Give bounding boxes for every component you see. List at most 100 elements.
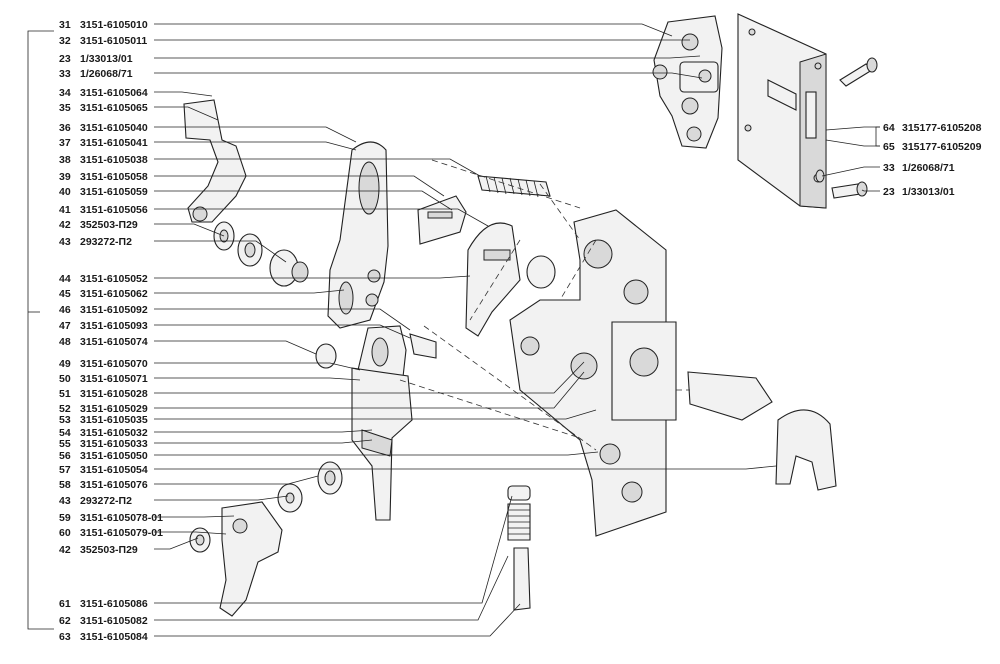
callout-leader-line bbox=[154, 141, 357, 151]
callout-part-code: 3151-6105062 bbox=[80, 288, 148, 300]
callout-left-item: 45 3151-6105062 bbox=[59, 288, 345, 300]
callout-leader-line bbox=[154, 465, 777, 470]
callout-part-code: 352503-П29 bbox=[80, 219, 138, 231]
callout-leader-line bbox=[154, 377, 361, 381]
callout-part-code: 1/33013/01 bbox=[80, 53, 133, 65]
callout-number: 37 bbox=[59, 137, 71, 149]
callout-leader-line bbox=[825, 126, 880, 131]
callout-number: 31 bbox=[59, 19, 71, 31]
callout-part-code: 3151-6105038 bbox=[80, 154, 148, 166]
callout-part-code: 3151-6105052 bbox=[80, 273, 148, 285]
callout-part-code: 1/33013/01 bbox=[902, 186, 955, 198]
callout-number: 58 bbox=[59, 479, 71, 491]
callout-number: 64 bbox=[883, 122, 895, 134]
callout-part-code: 1/26068/71 bbox=[80, 68, 133, 80]
callout-leader-line bbox=[154, 371, 585, 409]
callout-leader-line bbox=[154, 240, 287, 263]
lock-assembly-upper bbox=[652, 15, 723, 149]
lever-lower bbox=[219, 501, 283, 617]
callout-leader-line bbox=[154, 175, 445, 197]
callout-number: 54 bbox=[59, 427, 71, 439]
callout-leader-line bbox=[154, 106, 219, 121]
callout-leader-line bbox=[154, 91, 213, 97]
cam-41 bbox=[465, 222, 521, 337]
washers-lower bbox=[189, 461, 343, 553]
spring-61 bbox=[507, 485, 531, 611]
callout-leader-line bbox=[154, 308, 411, 331]
callout-leader-line bbox=[154, 409, 597, 420]
callout-part-code: 3151-6105035 bbox=[80, 414, 148, 426]
callout-leader-line bbox=[154, 495, 289, 501]
callout-leader-line bbox=[154, 208, 489, 227]
callout-part-code: 3151-6105010 bbox=[80, 19, 148, 31]
callout-leader-line bbox=[154, 55, 701, 59]
callout-part-code: 3151-6105092 bbox=[80, 304, 148, 316]
callout-part-code: 3151-6105074 bbox=[80, 336, 148, 348]
callout-number: 42 bbox=[59, 544, 71, 556]
callout-left-item: 42 352503-П29 bbox=[59, 537, 199, 556]
callout-part-code: 3151-6105082 bbox=[80, 615, 148, 627]
callout-number: 32 bbox=[59, 35, 71, 47]
lever-upper bbox=[183, 99, 247, 223]
callout-leader-line bbox=[154, 324, 411, 339]
callout-number: 34 bbox=[59, 87, 71, 99]
callout-part-code: 3151-6105084 bbox=[80, 631, 148, 643]
callout-number: 63 bbox=[59, 631, 71, 643]
callout-number: 35 bbox=[59, 102, 71, 114]
callout-part-code: 293272-П2 bbox=[80, 236, 132, 248]
callout-part-code: 352503-П29 bbox=[80, 544, 138, 556]
callout-leader-line bbox=[861, 189, 880, 192]
catch-57 bbox=[687, 371, 837, 491]
callout-leader-line bbox=[154, 555, 509, 621]
screw-lower bbox=[815, 169, 868, 199]
callout-leader-line bbox=[154, 537, 199, 550]
callout-number: 50 bbox=[59, 373, 71, 385]
callout-part-code: 293272-П2 bbox=[80, 495, 132, 507]
callout-leader-line bbox=[154, 289, 345, 294]
callout-leader-line bbox=[825, 139, 880, 147]
callout-number: 53 bbox=[59, 414, 71, 426]
bracket-39 bbox=[417, 195, 467, 245]
callout-part-code: 3151-6105056 bbox=[80, 204, 148, 216]
callout-number: 55 bbox=[59, 438, 71, 450]
callout-leader-line bbox=[154, 190, 453, 211]
callout-part-code: 3151-6105032 bbox=[80, 427, 148, 439]
callout-left-item: 51 3151-6105028 bbox=[59, 361, 585, 400]
latch-housing bbox=[509, 209, 677, 537]
callout-part-code: 3151-6105040 bbox=[80, 122, 148, 134]
callout-part-code: 3151-6105078-01 bbox=[80, 512, 163, 524]
callout-part-code: 3151-6105028 bbox=[80, 388, 148, 400]
callout-number: 57 bbox=[59, 464, 71, 476]
callout-number: 62 bbox=[59, 615, 71, 627]
washer-ring bbox=[526, 255, 556, 289]
callout-number: 40 bbox=[59, 186, 71, 198]
callout-number: 52 bbox=[59, 403, 71, 415]
callout-part-code: 3151-6105076 bbox=[80, 479, 148, 491]
callout-bracket-right bbox=[875, 126, 880, 147]
callout-number: 23 bbox=[59, 53, 71, 65]
callout-number: 45 bbox=[59, 288, 71, 300]
plate-36 bbox=[327, 141, 389, 329]
callout-number: 59 bbox=[59, 512, 71, 524]
callout-leader-line bbox=[154, 451, 599, 456]
callout-number: 51 bbox=[59, 388, 71, 400]
callout-leader-line bbox=[154, 158, 481, 177]
callout-left-item: 23 1/33013/01 bbox=[59, 53, 701, 65]
callout-number: 61 bbox=[59, 598, 71, 610]
callout-leader-line bbox=[154, 126, 357, 143]
callout-left-item: 63 3151-6105084 bbox=[59, 603, 521, 643]
callout-part-code: 3151-6105050 bbox=[80, 450, 148, 462]
